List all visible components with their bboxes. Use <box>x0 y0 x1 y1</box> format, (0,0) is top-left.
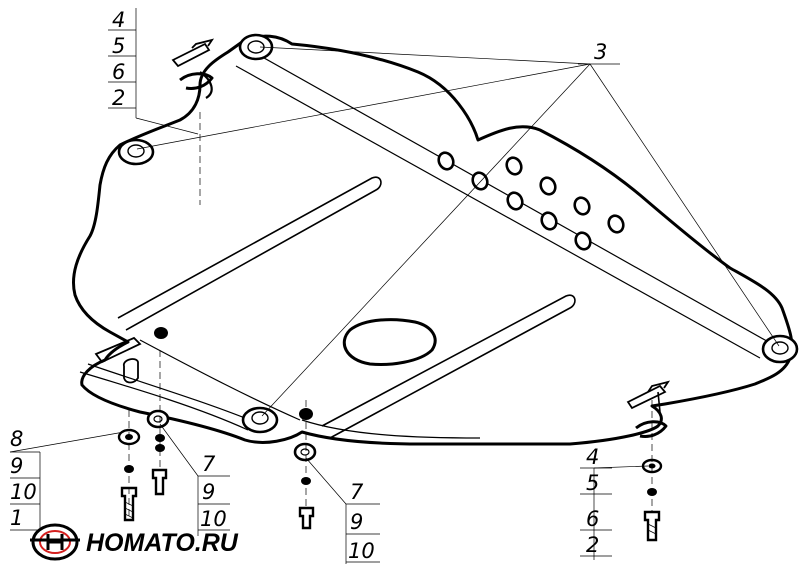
leader-lines <box>9 46 780 520</box>
callout-top-left: 4 5 6 2 <box>108 8 137 118</box>
callout-number: 2 <box>586 533 599 557</box>
callout-number: 5 <box>112 34 125 58</box>
callout-number: 1 <box>10 506 23 530</box>
callout-number: 2 <box>112 86 125 110</box>
callout-number: 5 <box>586 471 599 495</box>
callout-number: 9 <box>10 454 23 478</box>
vent-hole <box>506 191 524 211</box>
vent-hole <box>539 176 557 196</box>
fastener-stack-mid <box>293 408 317 530</box>
callout-number: 4 <box>586 445 599 469</box>
vent-hole <box>573 196 591 216</box>
callout-number: 6 <box>112 60 125 84</box>
callout-number: 6 <box>586 507 599 531</box>
callout-number: 7 <box>202 452 216 476</box>
skid-plate <box>71 33 799 446</box>
callout-number: 10 <box>348 539 375 563</box>
vent-hole <box>574 231 592 251</box>
callout-number: 10 <box>200 507 227 531</box>
callout-bottom-right: 4 5 6 2 <box>580 445 612 560</box>
logo-emblem-ring <box>39 530 71 554</box>
callout-number: 4 <box>112 8 125 32</box>
callout-number: 8 <box>10 427 23 451</box>
callout-number: 7 <box>350 480 364 504</box>
callout-number: 10 <box>10 480 37 504</box>
mount-boss <box>117 138 155 166</box>
right-bracket <box>626 380 671 438</box>
mount-boss <box>761 334 799 364</box>
mount-boss <box>238 33 274 61</box>
logo-text: HOMATO.RU <box>86 529 239 557</box>
fastener-stack-mid-left <box>146 409 170 496</box>
callout-number: 3 <box>594 40 607 64</box>
vent-hole <box>437 151 455 171</box>
top-left-bracket <box>171 38 215 99</box>
callout-number: 9 <box>202 480 215 504</box>
front-bracket <box>94 336 142 384</box>
callout-bottom-left: 8 9 10 1 <box>10 427 41 540</box>
callout-bottom-mid: 7 9 10 <box>345 480 380 564</box>
vent-hole <box>471 171 489 191</box>
vent-hole <box>505 156 523 176</box>
mount-boss <box>241 406 279 434</box>
callout-bottom-mid-left: 7 9 10 <box>197 452 230 536</box>
logo: HOMATO.RU <box>30 523 239 561</box>
callout-number: 9 <box>350 510 363 534</box>
vent-hole <box>540 211 558 231</box>
vent-hole <box>607 214 625 234</box>
